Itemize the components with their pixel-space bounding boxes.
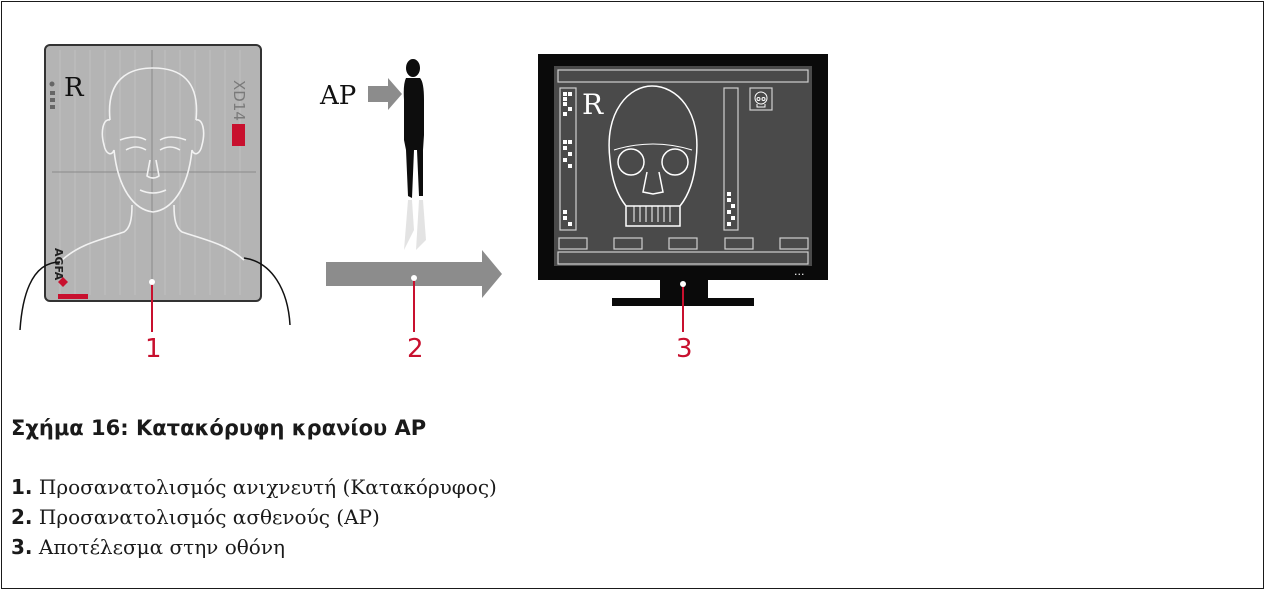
detector-model-text: XD14 bbox=[230, 80, 248, 121]
person-reflection bbox=[404, 200, 426, 250]
detector-brand-text: AGFA bbox=[52, 248, 65, 281]
detector-status-icons bbox=[49, 81, 55, 109]
projection-label: AP bbox=[319, 81, 356, 111]
figure-caption: Σχήμα 16: Κατακόρυφη κρανίου AP bbox=[11, 416, 427, 440]
legend-item: 2. Προσανατολισμός ασθενούς (AP) bbox=[11, 502, 497, 532]
head-outline-icon bbox=[61, 67, 245, 261]
projection-arrow-icon bbox=[368, 78, 402, 110]
legend-item: 3. Αποτέλεσμα στην οθόνη bbox=[11, 532, 497, 562]
legend-text: Προσανατολισμός ανιχνευτή (Κατακόρυφος) bbox=[38, 475, 497, 499]
callout-label-2: 2 bbox=[407, 334, 424, 364]
legend-number: 1. bbox=[11, 475, 33, 499]
right-arm-outline bbox=[243, 257, 291, 326]
legend-number: 2. bbox=[11, 505, 33, 529]
standing-person-icon bbox=[403, 59, 424, 198]
legend-item: 1. Προσανατολισμός ανιχνευτή (Κατακόρυφο… bbox=[11, 472, 497, 502]
monitor-dots: ... bbox=[794, 265, 805, 278]
legend-text: Προσανατολισμός ασθενούς (AP) bbox=[38, 505, 380, 529]
detector-red-strip bbox=[58, 294, 88, 299]
figure-illustration: R XD14 AGFA 1 AP bbox=[19, 44, 828, 364]
detector-red-label bbox=[232, 124, 245, 146]
callout-label-1: 1 bbox=[145, 334, 162, 364]
screen-button-row bbox=[558, 237, 809, 250]
monitor-orientation-letter: R bbox=[582, 88, 604, 121]
agfa-logo-icon bbox=[58, 277, 68, 287]
legend-list: 1. Προσανατολισμός ανιχνευτή (Κατακόρυφο… bbox=[11, 472, 497, 562]
legend-number: 3. bbox=[11, 535, 33, 559]
detector-panel: R XD14 AGFA 1 bbox=[19, 44, 291, 364]
left-arm-outline bbox=[19, 261, 61, 331]
skull-xray-icon bbox=[608, 85, 698, 227]
direction-arrow-icon bbox=[326, 250, 502, 298]
legend-text: Αποτέλεσμα στην οθόνη bbox=[38, 535, 285, 559]
skull-thumbnail-icon bbox=[754, 91, 768, 108]
callout-label-3: 3 bbox=[676, 334, 693, 364]
monitor: R ... 3 bbox=[538, 54, 828, 364]
patient-orientation: AP 2 bbox=[319, 59, 502, 364]
detector-orientation-letter: R bbox=[64, 73, 85, 103]
